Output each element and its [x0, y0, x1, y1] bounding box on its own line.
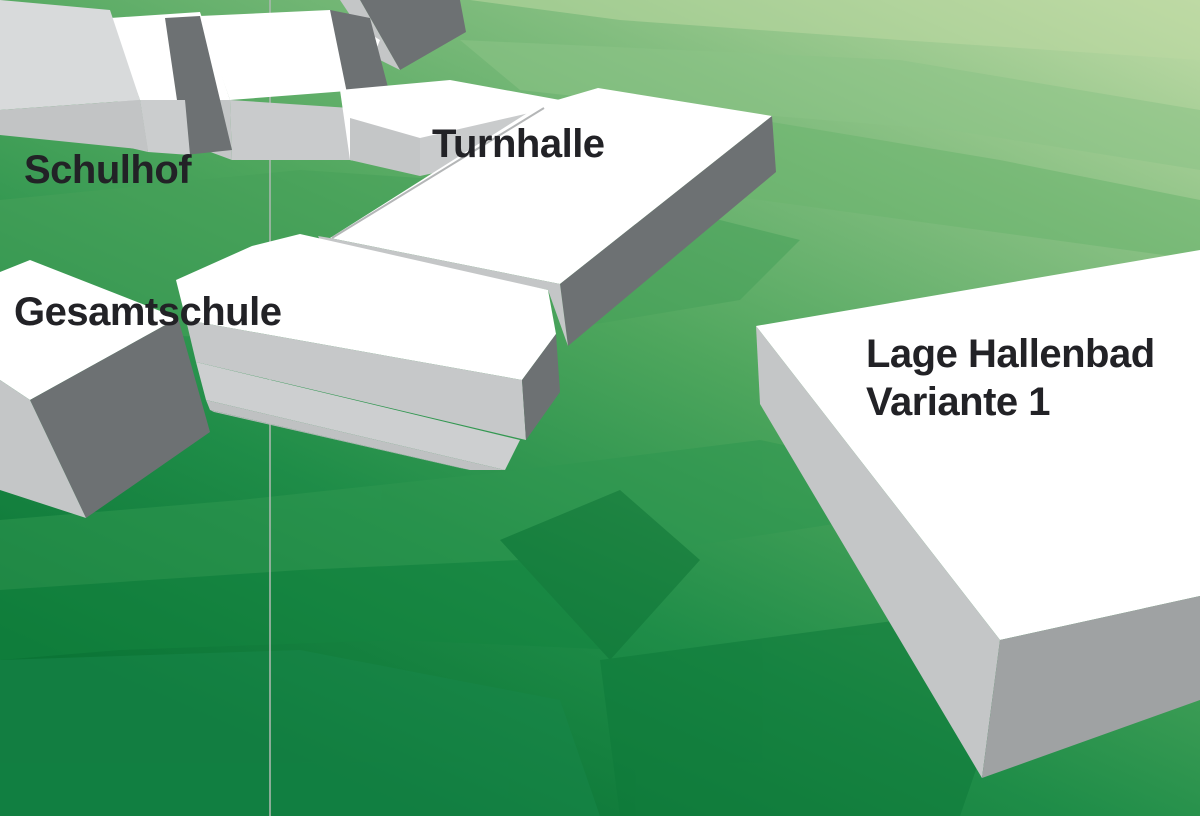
building-gesamtschule-west: [0, 260, 210, 518]
label-schulhof: Schulhof: [24, 148, 192, 192]
building-hallenbad: [756, 250, 1200, 778]
label-gesamtschule: Gesamtschule: [14, 290, 282, 334]
label-hallenbad: Lage Hallenbad Variante 1: [866, 330, 1155, 426]
label-turnhalle: Turnhalle: [432, 122, 605, 166]
building-row-north: [0, 0, 466, 160]
building-gesamtschule-east: [176, 234, 560, 470]
label-hallenbad-line1: Lage Hallenbad: [866, 332, 1155, 376]
label-hallenbad-line2: Variante 1: [866, 380, 1051, 424]
